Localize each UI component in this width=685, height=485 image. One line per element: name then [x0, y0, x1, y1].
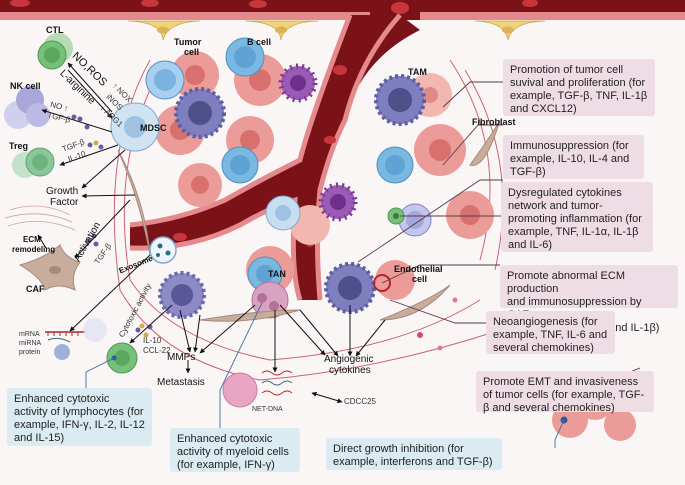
label-il10: IL-10 [143, 336, 162, 345]
mdsc-cell [110, 102, 160, 152]
label-cdcc25: CDCC25 [344, 397, 377, 406]
lymphocyte-bottom [106, 342, 138, 374]
dendritic-cells [278, 63, 358, 222]
label-tam: TAM [408, 67, 427, 77]
endothelial-cell-marker [373, 274, 391, 292]
label-mrna: mRNA [19, 331, 40, 338]
label-net-dna: NET-DNA [252, 406, 283, 413]
label-cytokines: cytokines [329, 365, 371, 376]
label-treg: Treg [9, 141, 29, 151]
ctl-cell [37, 33, 73, 70]
tam-cells [158, 74, 426, 319]
annotation-neoangiogenesis: Neoangiogenesis (for example, TNF, IL-6 … [486, 311, 615, 354]
label-nk-cell: NK cell [10, 81, 41, 91]
net-dna [222, 370, 293, 408]
blood-vessel-top [0, 0, 685, 20]
exosome [149, 236, 177, 264]
annotation-immunosuppression: Immunosuppression (for example, IL-10, I… [503, 135, 644, 179]
label-caf: CAF [26, 284, 45, 294]
rna-protein-glyph [45, 318, 107, 360]
blue-leader-lines [85, 302, 565, 448]
caf-cell [18, 244, 81, 291]
label-ecm-2: remodeling [12, 245, 56, 254]
label-mmps: MMPs [167, 352, 196, 363]
ecm-remodeling-fibers [4, 205, 76, 231]
label-metastasis: Metastasis [157, 377, 205, 388]
nk-cell [4, 86, 50, 129]
treg-cell [12, 147, 55, 178]
annotation-emt-invasiveness: Promote EMT and invasiveness of tumor ce… [476, 371, 654, 414]
annotation-abnormal-ecm: Promote abnormal ECM production and immu… [500, 265, 678, 334]
label-mirna: miRNA [19, 340, 42, 347]
label-endothelial-1: Endothelial [394, 264, 443, 274]
label-endothelial-2: cell [412, 274, 428, 284]
label-ctl: CTL [46, 25, 64, 35]
label-protein: protein [19, 349, 41, 356]
label-growth: Growth [46, 186, 79, 197]
label-angiogenic: Angiogenic [324, 354, 374, 365]
annotation-direct-growth-inhibition: Direct growth inhibition (for example, i… [326, 438, 502, 470]
label-mdsc: MDSC [140, 123, 167, 133]
label-ccl22: CCL-22 [143, 346, 171, 355]
label-tumor-cell-2: cell [184, 47, 200, 57]
annotation-dysregulated-cytokines: Dysregulated cytokines network and tumor… [501, 182, 653, 252]
annotation-myeloid-cytotoxicity: Enhanced cytotoxic activity of myeloid c… [170, 428, 300, 472]
label-factor: Factor [50, 197, 79, 208]
arrows [37, 62, 386, 404]
label-fibroblast: Fibroblast [472, 117, 516, 127]
annotation-tumor-survival: Promotion of tumor cell suvival and prol… [503, 59, 655, 116]
label-ecm-1: ECM [23, 235, 41, 244]
annotation-lymphocyte-cytotoxicity: Enhanced cytotoxic activity of lymphocyt… [7, 388, 152, 446]
endothelial-cells-top [127, 20, 546, 41]
label-tumor-cell-1: Tumor [174, 37, 202, 47]
label-tan: TAN [268, 269, 286, 279]
label-b-cell: B cell [247, 37, 272, 47]
tan-cell [251, 281, 289, 319]
